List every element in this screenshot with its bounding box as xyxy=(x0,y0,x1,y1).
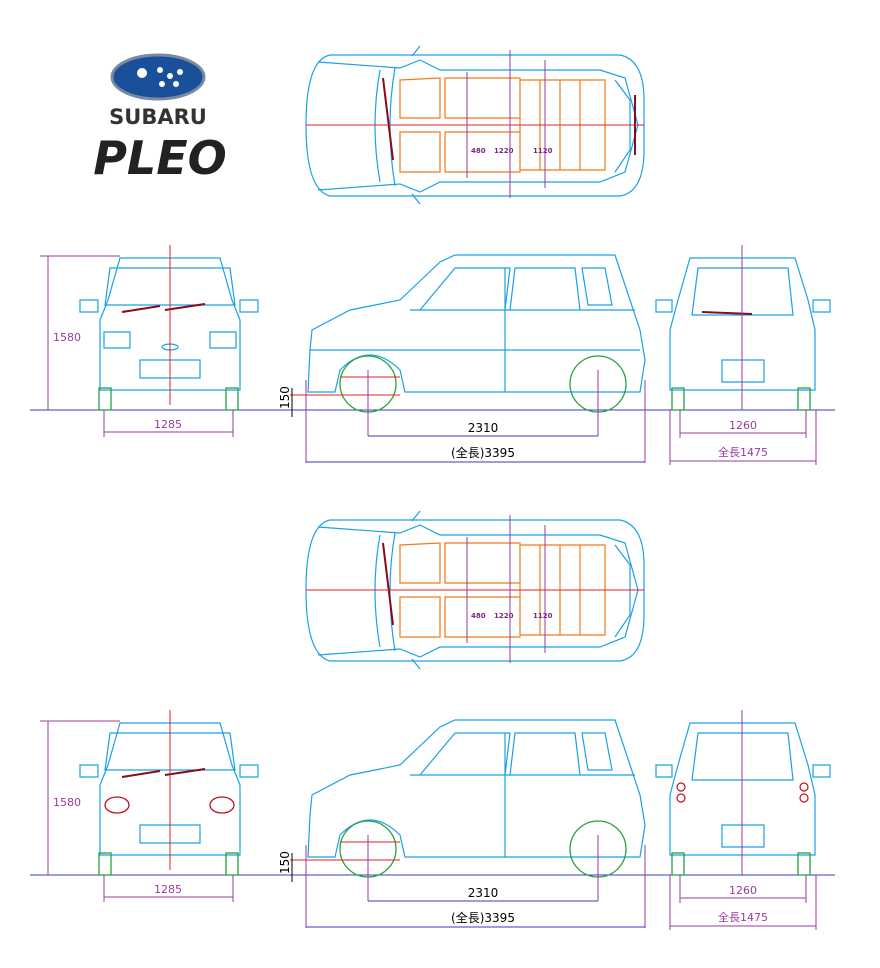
ground-clearance-label: 150 xyxy=(278,851,292,874)
front-view: 1580 1285 xyxy=(40,245,259,437)
rear-tread-label: 1260 xyxy=(729,419,757,432)
top-view: 480 1220 1120 xyxy=(305,45,645,205)
overall-length-label: (全長)3395 xyxy=(451,910,515,925)
wheelbase-label: 2310 xyxy=(468,421,499,435)
interior-length-label: 1220 xyxy=(494,612,514,620)
rear-view: 1260 全長1475 xyxy=(655,245,831,465)
overall-length-label: (全長)3395 xyxy=(451,445,515,460)
interior-width-label: 1120 xyxy=(533,612,553,620)
front-tread-label: 1285 xyxy=(154,418,182,431)
seat-height-label: 480 xyxy=(471,612,486,620)
interior-width-label: 1120 xyxy=(533,147,553,155)
ground-clearance-label: 150 xyxy=(278,386,292,409)
ground-line xyxy=(30,409,835,876)
height-label: 1580 xyxy=(53,331,81,344)
brand-name: SUBARU xyxy=(109,105,207,129)
overall-width-label: 全長1475 xyxy=(718,445,768,459)
blueprint-set-2: 480 1220 1120 1580 1285 150 2310 (全長)339… xyxy=(40,510,831,930)
blueprint-set-1: 480 1220 1120 1580 1285 150 2310 xyxy=(40,45,831,465)
front-tread-label: 1285 xyxy=(154,883,182,896)
overall-width-label: 全長1475 xyxy=(718,910,768,924)
side-view: 150 2310 (全長)3395 xyxy=(278,254,646,463)
height-label: 1580 xyxy=(53,796,81,809)
interior-length-label: 1220 xyxy=(494,147,514,155)
wheelbase-label: 2310 xyxy=(468,886,499,900)
rear-tread-label: 1260 xyxy=(729,884,757,897)
seat-height-label: 480 xyxy=(471,147,486,155)
subaru-emblem-icon xyxy=(110,53,206,101)
model-name: PLEO xyxy=(93,131,227,185)
subaru-logo: SUBARU PLEO xyxy=(93,53,227,185)
